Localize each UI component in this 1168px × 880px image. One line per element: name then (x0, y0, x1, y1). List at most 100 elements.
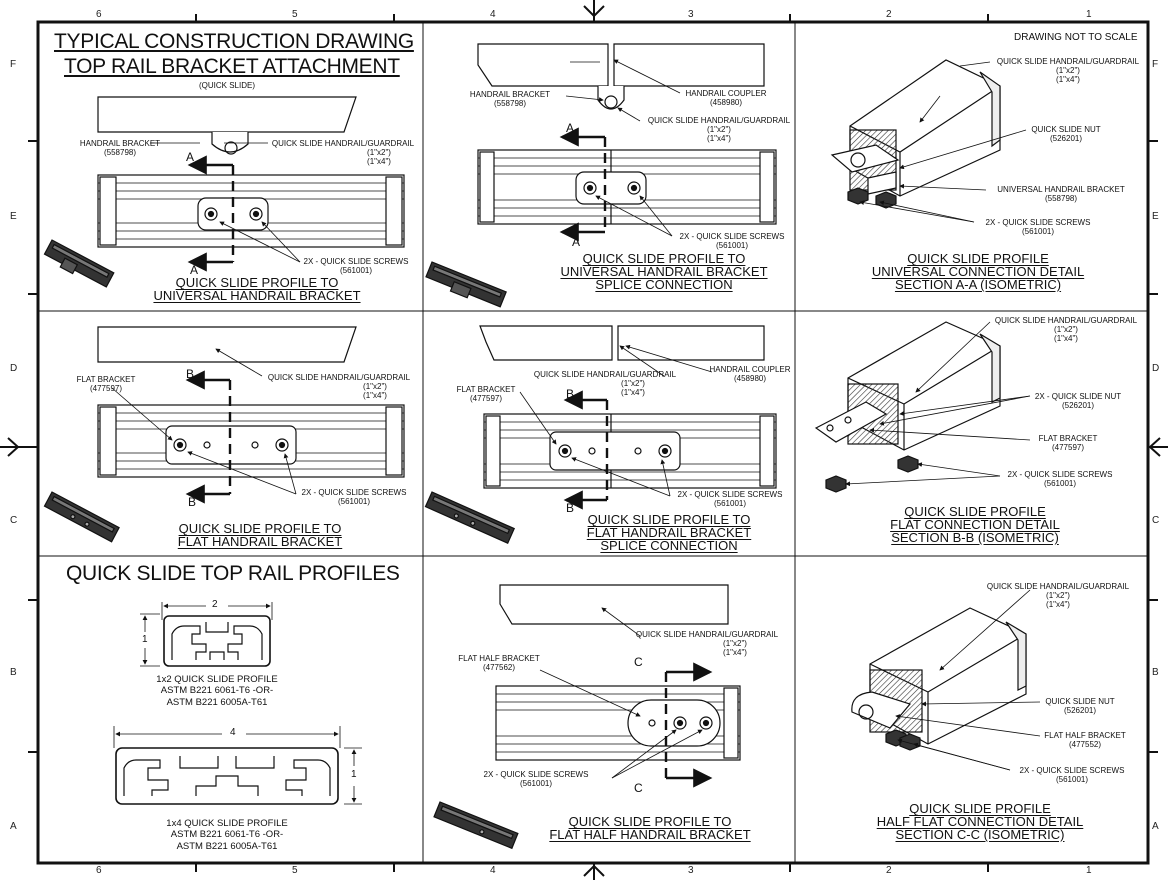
p5-flat-bracket-part: (477597) (469, 394, 503, 404)
p6-label-nut: 2X - QUICK SLIDE NUT (526201) (1028, 392, 1128, 410)
p4-screws-part: (561001) (337, 497, 371, 507)
p9-flat-half-bracket-name: FLAT HALF BRACKET (1044, 731, 1126, 740)
p9-nut-name: QUICK SLIDE NUT (1045, 697, 1115, 706)
p9-title-line-3: SECTION C-C (ISOMETRIC) (895, 827, 1065, 842)
p8-section-c-top: C (634, 655, 643, 669)
p8-guardrail-size-1: (1"x2") (723, 639, 747, 649)
p6-guardrail-size-1: (1"x2") (1054, 325, 1078, 335)
p1-title-line-2: UNIVERSAL HANDRAIL BRACKET (153, 288, 361, 303)
p5-title-line-3: SPLICE CONNECTION (600, 538, 738, 553)
panel-9-drawing (851, 589, 1041, 771)
main-subtitle: (QUICK SLIDE) (199, 81, 256, 90)
zone-col-6-bottom: 6 (96, 865, 102, 876)
p1x2-caption-line-1: 1x2 QUICK SLIDE PROFILE (156, 674, 278, 685)
p5-coupler-part: (458980) (733, 374, 767, 384)
p5-label-flat-bracket: FLAT BRACKET (477597) (456, 385, 516, 403)
p3-title-line-2: UNIVERSAL CONNECTION DETAIL (871, 264, 1085, 279)
p3-title-line-3: SECTION A-A (ISOMETRIC) (894, 277, 1062, 292)
p1-screws-name: 2X - QUICK SLIDE SCREWS (303, 257, 409, 266)
p2-handrail-bracket-part: (558798) (493, 99, 527, 109)
p5-title-line-1: QUICK SLIDE PROFILE TO (587, 512, 751, 527)
p6-flat-bracket-name: FLAT BRACKET (1038, 434, 1098, 443)
profiles-heading: QUICK SLIDE TOP RAIL PROFILES (66, 562, 400, 585)
p2-section-a-bottom: A (572, 235, 581, 249)
p8-title-line-1: QUICK SLIDE PROFILE TO (568, 814, 732, 829)
p6-title-line-1: QUICK SLIDE PROFILE (904, 504, 1046, 519)
zone-col-1-top: 1 (1086, 9, 1092, 20)
p4-flat-bracket-part: (477597) (89, 384, 123, 394)
p4-title-line-2: FLAT HANDRAIL BRACKET (177, 534, 343, 549)
p3-screws-name: 2X - QUICK SLIDE SCREWS (985, 218, 1091, 227)
zone-row-f-right: F (1152, 59, 1159, 70)
p1x2-caption: 1x2 QUICK SLIDE PROFILE ASTM B221 6061-T… (134, 674, 300, 708)
p1x4-height-dim: 1 (351, 769, 357, 780)
p6-title-line-2: FLAT CONNECTION DETAIL (890, 517, 1060, 532)
p3-nut-part: (526201) (1049, 134, 1083, 144)
p1-label-screws: 2X - QUICK SLIDE SCREWS (561001) (298, 257, 414, 275)
p9-label-nut: QUICK SLIDE NUT (526201) (1040, 697, 1120, 715)
p1-section-a-bottom: A (190, 263, 199, 277)
zone-col-2-bottom: 2 (886, 865, 892, 876)
panel-2-drawing (425, 43, 777, 308)
p8-guardrail-name: QUICK SLIDE HANDRAIL/GUARDRAIL (635, 630, 779, 639)
zone-col-3-top: 3 (688, 9, 694, 20)
zone-row-a-right: A (1152, 821, 1159, 832)
p2-guardrail-name: QUICK SLIDE HANDRAIL/GUARDRAIL (647, 116, 791, 125)
p6-title-line-3: SECTION B-B (ISOMETRIC) (891, 530, 1059, 545)
p5-screws-part: (561001) (713, 499, 747, 509)
p5-section-b-top: B (566, 387, 575, 401)
p9-nut-part: (526201) (1063, 706, 1097, 716)
zone-row-c-left: C (10, 515, 18, 526)
p1-title-line-1: QUICK SLIDE PROFILE TO (175, 275, 339, 290)
p8-label-screws: 2X - QUICK SLIDE SCREWS (561001) (476, 770, 596, 788)
p6-screws-part: (561001) (1043, 479, 1077, 489)
p8-guardrail-size-2: (1"x4") (723, 648, 747, 658)
p9-guardrail-size-1: (1"x2") (1046, 591, 1070, 601)
p1-section-a-top: A (186, 150, 195, 164)
p6-guardrail-name: QUICK SLIDE HANDRAIL/GUARDRAIL (994, 316, 1138, 325)
p9-title-line-2: HALF FLAT CONNECTION DETAIL (876, 814, 1084, 829)
p8-flat-half-bracket-name: FLAT HALF BRACKET (458, 654, 540, 663)
zone-col-1-bottom: 1 (1086, 865, 1092, 876)
panel-7-drawing (113, 602, 362, 805)
p9-title: QUICK SLIDE PROFILE HALF FLAT CONNECTION… (862, 802, 1098, 841)
p4-label-flat-bracket: FLAT BRACKET (477597) (76, 375, 136, 393)
p1x2-height-dim: 1 (142, 634, 148, 645)
p9-guardrail-name: QUICK SLIDE HANDRAIL/GUARDRAIL (986, 582, 1130, 591)
main-title-line-1: TYPICAL CONSTRUCTION DRAWING (54, 30, 414, 53)
zone-row-f-left: F (10, 59, 17, 70)
p4-title: QUICK SLIDE PROFILE TO FLAT HANDRAIL BRA… (150, 522, 370, 548)
p8-title-line-2: FLAT HALF HANDRAIL BRACKET (549, 827, 751, 842)
p3-universal-bracket-name: UNIVERSAL HANDRAIL BRACKET (997, 185, 1125, 194)
zone-row-b-left: B (10, 667, 17, 678)
p6-label-screws: 2X - QUICK SLIDE SCREWS (561001) (1000, 470, 1120, 488)
panel-8-drawing (433, 584, 741, 850)
p8-title: QUICK SLIDE PROFILE TO FLAT HALF HANDRAI… (540, 815, 760, 841)
p4-label-screws: 2X - QUICK SLIDE SCREWS (561001) (294, 488, 414, 506)
p3-guardrail-name: QUICK SLIDE HANDRAIL/GUARDRAIL (996, 57, 1140, 66)
p2-title-line-1: QUICK SLIDE PROFILE TO (582, 251, 746, 266)
p6-screws-name: 2X - QUICK SLIDE SCREWS (1007, 470, 1113, 479)
zone-row-d-right: D (1152, 363, 1160, 374)
p5-label-coupler: HANDRAIL COUPLER (458980) (706, 365, 794, 383)
p4-guardrail-size-2: (1"x4") (363, 391, 387, 401)
panel-5-drawing (424, 325, 777, 545)
p2-title-line-2: UNIVERSAL HANDRAIL BRACKET (560, 264, 768, 279)
p8-flat-half-bracket-part: (477562) (482, 663, 516, 673)
p6-nut-name: 2X - QUICK SLIDE NUT (1034, 392, 1122, 401)
p5-coupler-name: HANDRAIL COUPLER (709, 365, 791, 374)
p2-coupler-part: (458980) (709, 98, 743, 108)
zone-col-2-top: 2 (886, 9, 892, 20)
p3-title-line-1: QUICK SLIDE PROFILE (907, 251, 1049, 266)
p2-screws-part: (561001) (715, 241, 749, 251)
p2-title: QUICK SLIDE PROFILE TO UNIVERSAL HANDRAI… (536, 252, 792, 291)
p1x4-caption: 1x4 QUICK SLIDE PROFILE ASTM B221 6061-T… (142, 818, 312, 852)
p6-label-flat-bracket: FLAT BRACKET (477597) (1028, 434, 1108, 452)
p5-screws-name: 2X - QUICK SLIDE SCREWS (677, 490, 783, 499)
p1-handrail-bracket-name: HANDRAIL BRACKET (79, 139, 161, 148)
zone-col-5-bottom: 5 (292, 865, 298, 876)
zone-col-5-top: 5 (292, 9, 298, 20)
zone-col-4-bottom: 4 (490, 865, 496, 876)
